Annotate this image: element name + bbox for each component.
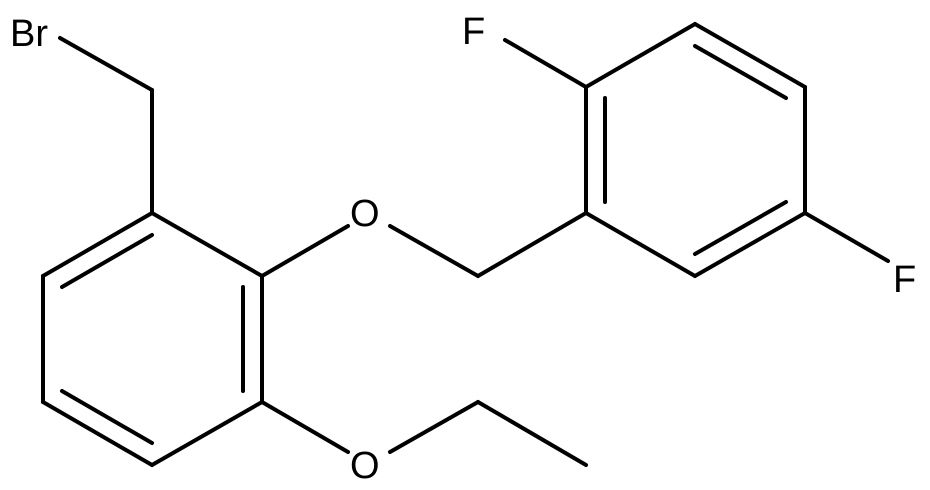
bond-ring2-c5-c6-inner [693, 200, 788, 256]
left-benzene-ring [41, 211, 264, 467]
ethoxy-oxygen-label: O [350, 445, 380, 487]
bond-c2-f-ortho [503, 38, 588, 89]
bond-c2-o [260, 224, 350, 278]
bond-ring1-c1-c2 [150, 211, 264, 278]
bond-ring1-c6-c1-inner [60, 233, 154, 289]
bond-ring2-c5-c6 [693, 211, 807, 278]
bond-ethyl-ch2-ch3 [476, 400, 588, 467]
ether-oxygen-label: O [350, 193, 380, 235]
bond-ring2-c2-c3 [584, 22, 697, 89]
right-benzene-ring [584, 22, 807, 278]
bond-ring1-c6-c1 [41, 211, 154, 278]
fluorine-substituents: F F [462, 11, 916, 301]
bromine-label: Br [10, 13, 48, 55]
bond-ring1-c3-c4 [150, 400, 264, 467]
bond-c3-o [260, 400, 350, 454]
bond-o-ethyl-ch2 [388, 400, 480, 454]
fluorine-meta-label: F [893, 259, 916, 301]
fluorine-ortho-label: F [462, 11, 485, 53]
benzyl-ether-linkage: O [260, 193, 588, 278]
bond-c5-f-meta [803, 211, 890, 263]
bond-ring1-c4-c5 [41, 400, 154, 467]
bond-o-ch2 [388, 224, 480, 278]
bond-ring2-c6-c1 [584, 211, 697, 278]
bond-ch2-ring2 [476, 211, 588, 278]
bond-ring2-c3-c4 [693, 22, 807, 89]
bromomethyl-group: Br [10, 13, 154, 215]
ethoxy-group: O [260, 400, 588, 487]
bond-ring2-c3-c4-inner [693, 44, 788, 100]
bond-ring1-c4-c5-inner [60, 389, 154, 445]
bond-ch2-br [58, 36, 154, 92]
